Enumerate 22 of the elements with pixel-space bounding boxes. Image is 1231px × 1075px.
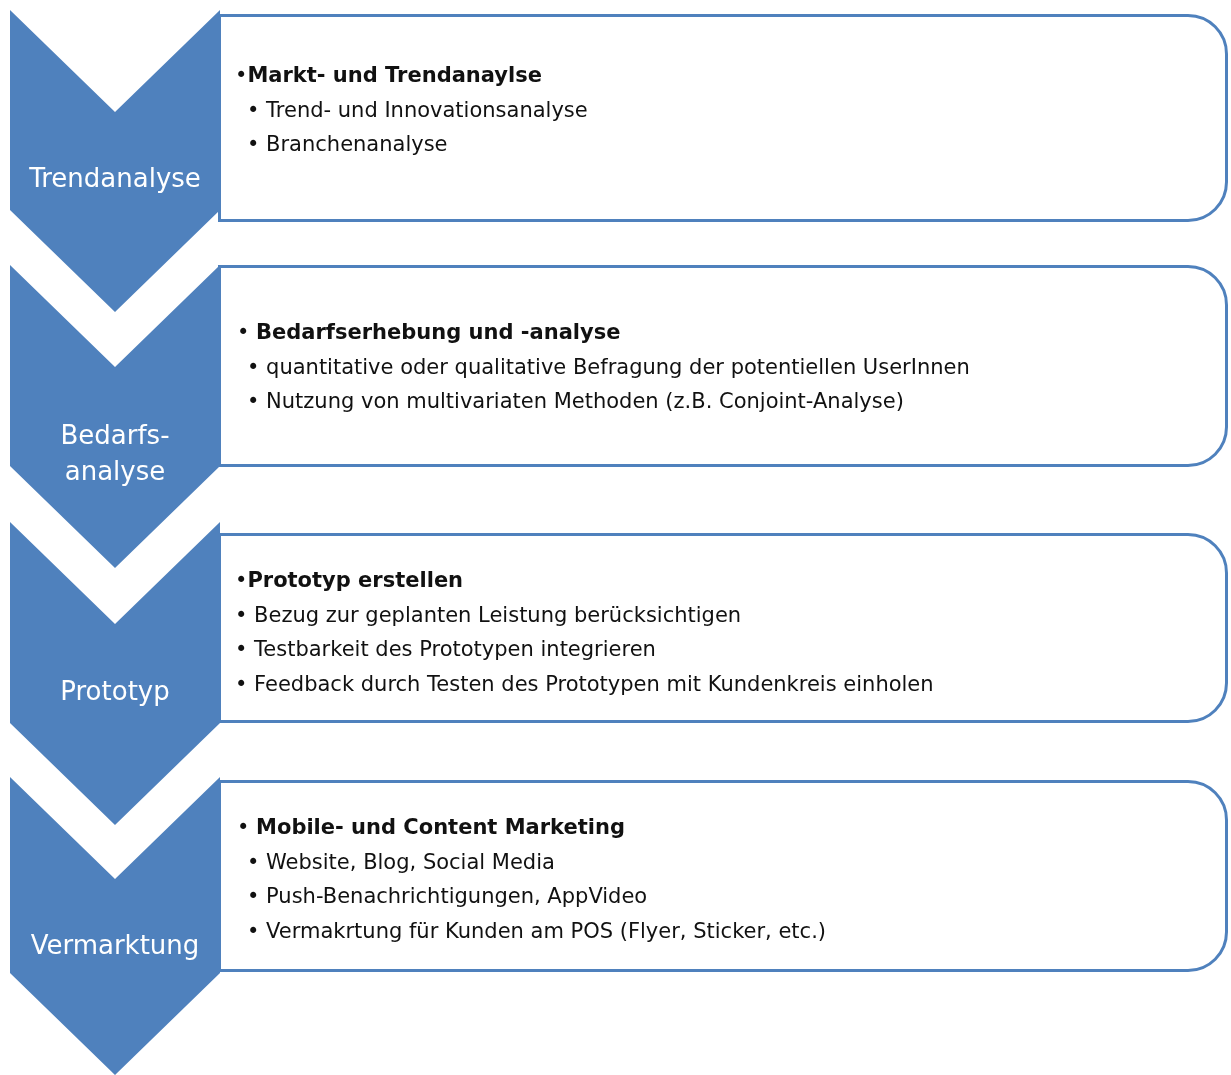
list-item: • Branchenanalyse — [247, 131, 448, 158]
list-item: • Bezug zur geplanten Leistung berücksichtigen — [235, 601, 742, 629]
list-item: • Feedback durch Testen des Prototypen mit Kundenkreis einholen — [235, 670, 934, 698]
stage-title: Trendanalyse — [28, 162, 202, 195]
content-box — [218, 533, 1228, 723]
content-box — [218, 265, 1228, 467]
stage-title: Prototyp — [59, 675, 171, 708]
list-item: • Vermakrtung für Kunden am POS (Flyer, Sticker, etc.) — [247, 917, 827, 945]
list-item: • Testbarkeit des Prototypen integrieren — [235, 636, 656, 663]
list-item: • Nutzung von multivariaten Methoden (z.B. Conjoint-Analyse) — [247, 388, 904, 415]
list-item: • Trend- und Innovationsanalyse — [247, 96, 588, 124]
list-heading: •Markt- und Trendanaylse — [235, 62, 542, 89]
list-item: • quantitative oder qualitative Befragung der potentiellen UserInnen — [247, 353, 970, 381]
list-heading: • Bedarfserhebung und -analyse — [237, 319, 621, 346]
content-box — [218, 14, 1228, 222]
list-heading: •Prototyp erstellen — [235, 567, 464, 594]
stage-title: Vermarktung — [29, 929, 201, 962]
list-item: • Website, Blog, Social Media — [247, 848, 555, 876]
list-heading: • Mobile- und Content Marketing — [237, 814, 625, 841]
list-item: • Push-Benachrichtigungen, AppVideo — [247, 883, 648, 910]
content-box — [218, 780, 1228, 972]
stage-title: Bedarfs- analyse — [59, 419, 171, 488]
